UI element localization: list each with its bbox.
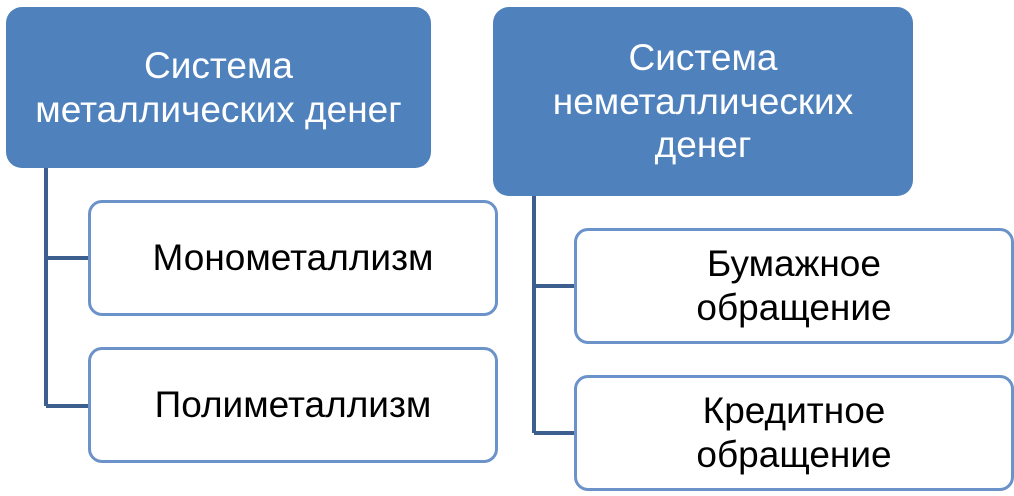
polymetallism-label: Полиметаллизм xyxy=(154,383,432,425)
monometallism-box: Монометаллизм xyxy=(88,200,498,316)
paper-circulation-box: Бумажное обращение xyxy=(574,228,1014,344)
metal-system-header: Система металлических денег xyxy=(6,7,431,168)
monometallism-label: Монометаллизм xyxy=(152,236,434,278)
polymetallism-box: Полиметаллизм xyxy=(88,347,498,463)
metal-system-title: Система металлических денег xyxy=(35,44,402,130)
credit-circulation-box: Кредитное обращение xyxy=(574,375,1014,491)
paper-circulation-label: Бумажное обращение xyxy=(696,242,892,328)
nonmetal-system-title: Система неметаллических денег xyxy=(552,37,854,166)
credit-circulation-label: Кредитное обращение xyxy=(696,389,892,475)
nonmetal-system-header: Система неметаллических денег xyxy=(493,7,913,196)
